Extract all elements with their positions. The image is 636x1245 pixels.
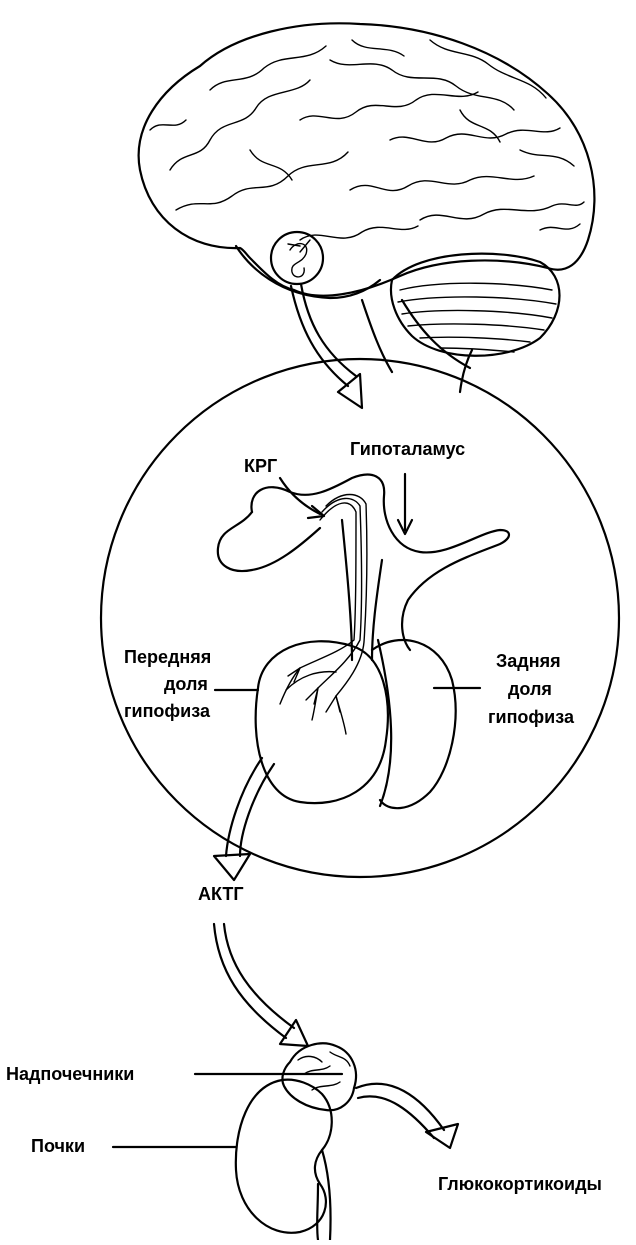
kidneys-label: Почки <box>31 1136 85 1156</box>
crg-label: КРГ <box>244 456 277 476</box>
posterior-lobe-label-line3: гипофиза <box>488 707 575 727</box>
anterior-lobe-label-line2: доля <box>164 674 208 694</box>
acth-arrow <box>214 758 274 880</box>
hypothalamus-label: Гипоталамус <box>350 439 465 459</box>
adrenals-label: Надпочечники <box>6 1064 134 1084</box>
glucocorticoid-arrow <box>356 1084 458 1148</box>
anterior-lobe-label-line1: Передняя <box>124 647 211 667</box>
brain-illustration <box>139 23 595 392</box>
posterior-lobe-label-line2: доля <box>508 679 552 699</box>
glucocorticoids-label: Глюкокортикоиды <box>438 1174 602 1194</box>
adrenal-arrow <box>214 924 308 1046</box>
zoom-circle <box>101 359 619 877</box>
kidney-adrenal-illustration <box>113 1043 356 1240</box>
acth-label: АКТГ <box>198 884 244 904</box>
zoom-arrow <box>291 284 362 408</box>
posterior-lobe-label-line1: Задняя <box>496 651 561 671</box>
hypothalamus-pituitary-illustration <box>215 474 509 808</box>
anterior-lobe-label-line3: гипофиза <box>124 701 211 721</box>
